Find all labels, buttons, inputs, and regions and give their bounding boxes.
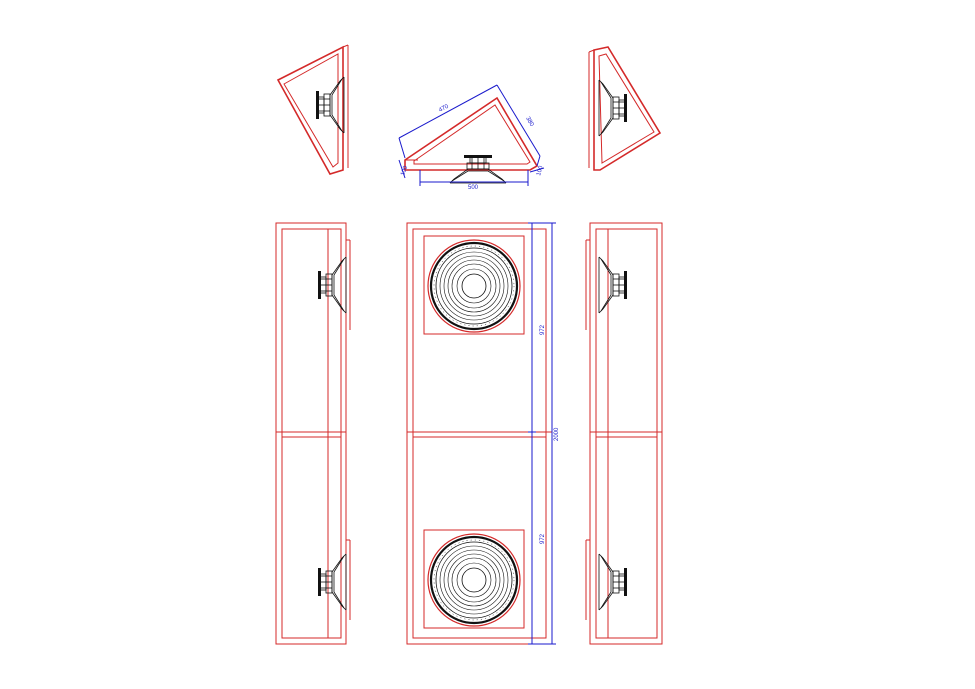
front-elevation: 972 2000 972 xyxy=(406,222,560,645)
dim-top-right-small: 100 xyxy=(536,165,545,177)
dim-top-left-small: 100 xyxy=(400,165,409,177)
plan-view-right xyxy=(588,46,662,171)
woofer-side-icon xyxy=(598,79,628,137)
woofer-side-icon xyxy=(315,76,345,134)
dim-front-lower: 972 xyxy=(540,533,546,544)
woofer-side-icon xyxy=(317,256,347,314)
dim-front-total: 2000 xyxy=(554,427,560,441)
side-elevation-right xyxy=(585,222,663,645)
plan-view-left xyxy=(276,44,349,175)
woofer-front-icon xyxy=(426,238,522,334)
woofer-side-icon xyxy=(449,154,507,184)
woofer-side-icon xyxy=(317,553,347,611)
dim-front-upper: 972 xyxy=(540,324,546,335)
dim-top-diag-short: 380 xyxy=(524,116,535,128)
side-elevation-left xyxy=(275,222,351,645)
dim-top-diag-long: 470 xyxy=(438,103,450,113)
woofer-front-icon xyxy=(426,532,522,628)
woofer-side-icon xyxy=(598,553,628,611)
plan-view-center: 470 380 500 100 100 xyxy=(398,84,545,191)
dim-top-width: 500 xyxy=(468,185,479,191)
woofer-side-icon xyxy=(598,256,628,314)
